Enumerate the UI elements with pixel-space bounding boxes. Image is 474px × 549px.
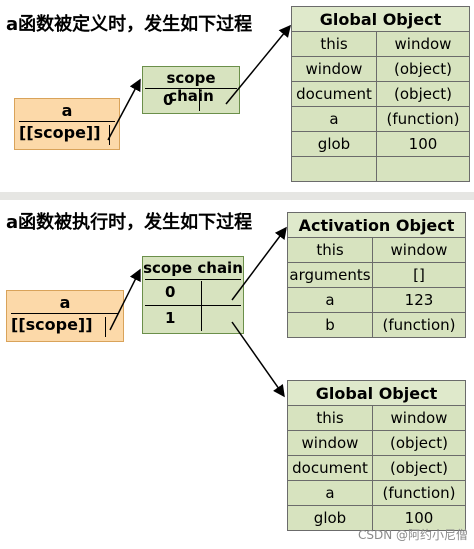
object-title: Global Object xyxy=(287,380,466,406)
scope-chain-row-rule xyxy=(145,305,241,306)
table-row: b(function) xyxy=(287,312,466,338)
table-row: window(object) xyxy=(287,430,466,456)
property-name: document xyxy=(291,81,377,107)
function-box-rule xyxy=(11,313,119,314)
property-value xyxy=(376,156,470,182)
property-value: (function) xyxy=(372,312,466,338)
property-value: (object) xyxy=(376,81,470,107)
arrow-scope-to-chain-top xyxy=(107,78,141,141)
function-scope-label: [[scope]] xyxy=(11,315,93,334)
function-name: a xyxy=(61,101,73,120)
scope-chain-cell-divider xyxy=(199,89,200,111)
property-name: window xyxy=(291,56,377,82)
arrow-chain-to-global-top xyxy=(225,24,291,105)
property-name: document xyxy=(287,455,373,481)
property-value: window xyxy=(376,31,470,57)
function-scope-divider xyxy=(109,125,110,145)
function-a-box-bottom: a [[scope]] xyxy=(6,290,124,342)
arrow-chain0-to-activation xyxy=(231,226,287,301)
definition-heading: a函数被定义时，发生如下过程 xyxy=(6,14,253,35)
function-a-box-top: a [[scope]] xyxy=(14,98,120,150)
object-title: Activation Object xyxy=(287,212,466,238)
scope-chain-bottom: scope chain 0 1 xyxy=(142,256,244,334)
scope-chain-rule xyxy=(145,279,241,280)
function-scope-divider xyxy=(105,317,106,337)
panel-divider xyxy=(0,192,474,200)
property-name: b xyxy=(287,312,373,338)
scope-chain-index-1: 1 xyxy=(165,309,176,327)
property-value: (function) xyxy=(376,106,470,132)
object-title: Global Object xyxy=(291,6,470,32)
property-name: window xyxy=(287,430,373,456)
table-row: arguments[] xyxy=(287,262,466,288)
function-name: a xyxy=(59,293,71,312)
table-row: window(object) xyxy=(291,56,470,82)
execution-heading: a函数被执行时，发生如下过程 xyxy=(6,212,253,233)
scope-chain-title: scope chain xyxy=(166,69,216,105)
arrow-scope-to-chain-bottom xyxy=(109,268,141,331)
property-name: glob xyxy=(287,505,373,531)
scope-chain-index-0: 0 xyxy=(163,91,174,109)
property-name: arguments xyxy=(287,262,373,288)
function-box-rule xyxy=(19,121,115,122)
scope-chain-index-0: 0 xyxy=(165,283,176,301)
scope-chain-cell-divider xyxy=(201,281,202,331)
table-row: document(object) xyxy=(287,455,466,481)
scope-chain-rule xyxy=(145,88,237,89)
property-value: (object) xyxy=(376,56,470,82)
property-value: (function) xyxy=(372,480,466,506)
table-row xyxy=(291,156,470,182)
property-value: (object) xyxy=(372,430,466,456)
watermark: CSDN @阿约小尼僧 xyxy=(357,528,468,542)
table-row: a(function) xyxy=(291,106,470,132)
table-row: document(object) xyxy=(291,81,470,107)
table-row: a(function) xyxy=(287,480,466,506)
arrow-chain1-to-global xyxy=(231,321,285,398)
scope-chain-top: scope chain 0 xyxy=(142,66,240,114)
function-scope-label: [[scope]] xyxy=(19,123,101,142)
property-value: 100 xyxy=(372,505,466,531)
property-value: (object) xyxy=(372,455,466,481)
scope-chain-title: scope chain xyxy=(143,259,243,277)
property-name: a xyxy=(291,106,377,132)
